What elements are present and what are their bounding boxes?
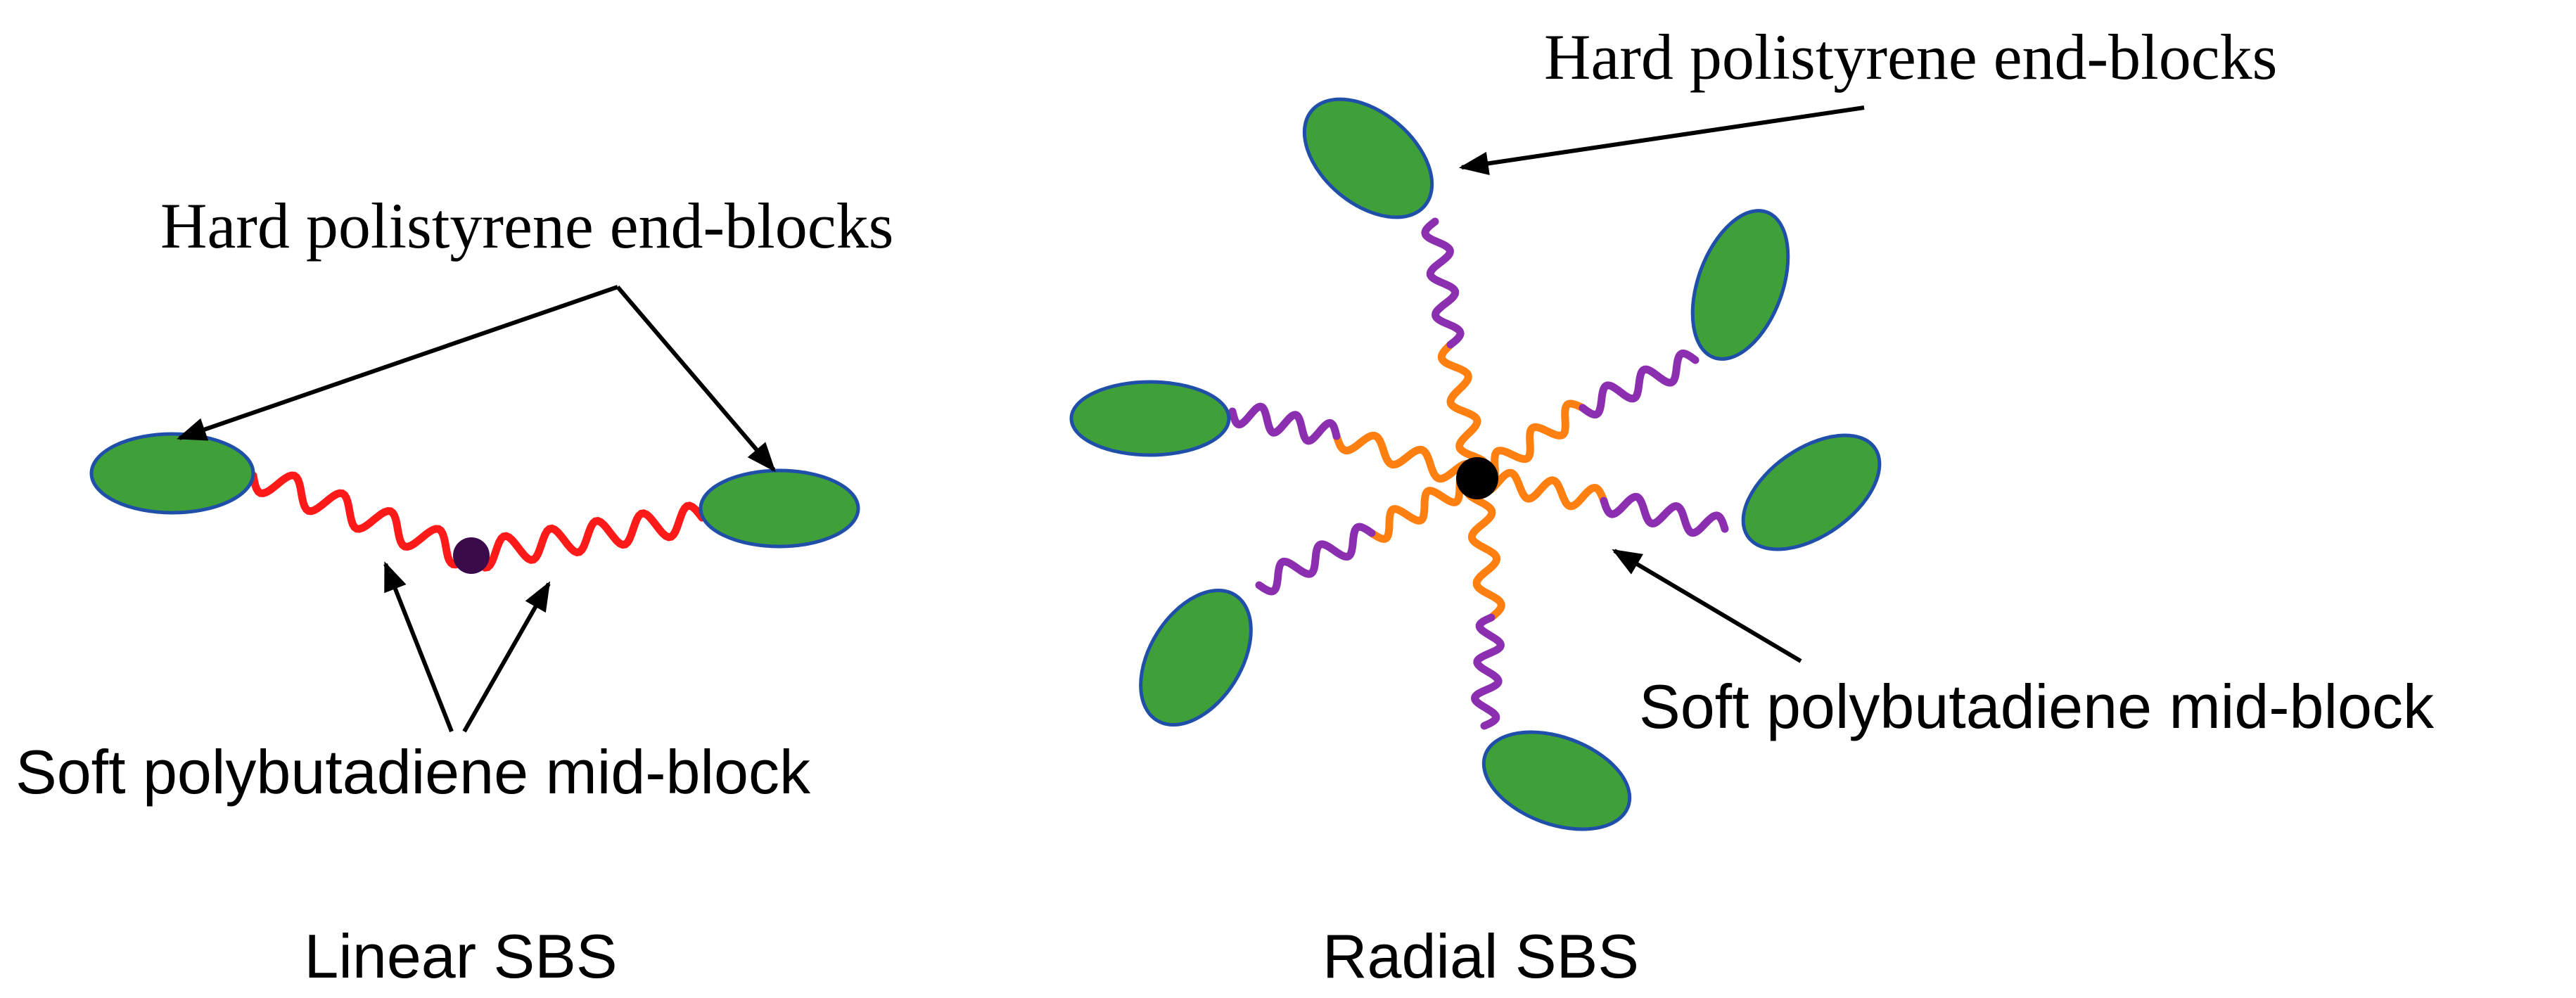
radial-caption: Radial SBS	[1322, 921, 1639, 991]
linear-soft-arrow-right	[462, 581, 551, 733]
radial-arms	[1069, 97, 1882, 831]
radial-inner-chain-bottom	[1463, 474, 1505, 622]
radial-inner-chain-left	[1332, 431, 1481, 483]
radial-inner-chain-top-left	[1437, 340, 1491, 482]
radial-outer-chain-top-left	[1421, 217, 1465, 349]
radial-inner-chain-right	[1473, 468, 1608, 511]
linear-soft-chain-right	[468, 501, 706, 572]
radial-hard-arrow	[1458, 105, 1865, 176]
linear-hard-arrow-right	[616, 286, 776, 473]
linear-soft-label: Soft polybutadiene mid-block	[15, 737, 811, 807]
linear-hard-end-block-right	[699, 468, 860, 549]
linear-caption: Linear SBS	[304, 921, 617, 991]
linear-soft-chain-left	[249, 471, 474, 569]
radial-soft-arrow	[1612, 549, 1802, 663]
radial-core-junction	[1456, 457, 1498, 499]
radial-outer-chain-right	[1600, 492, 1729, 537]
radial-hard-label: Hard polistyrene end-blocks	[1544, 21, 2277, 93]
radial-hard-end-block-left	[1069, 380, 1231, 457]
linear-soft-arrow-left	[383, 561, 454, 733]
radial-inner-chain-top-right	[1473, 399, 1587, 487]
radial-outer-chain-left	[1228, 402, 1341, 445]
radial-hard-end-block-bottom-left	[1139, 589, 1253, 727]
radial-outer-chain-bottom-left	[1255, 523, 1376, 596]
linear-core-junction	[453, 537, 490, 574]
radial-outer-chain-bottom	[1471, 613, 1505, 730]
radial-hard-end-block-bottom	[1481, 730, 1632, 831]
radial-soft-label: Soft polybutadiene mid-block	[1639, 672, 2435, 741]
linear-hard-end-block-left	[89, 432, 255, 515]
radial-hard-end-block-right	[1741, 433, 1882, 551]
linear-hard-arrow-left	[177, 285, 618, 441]
radial-outer-chain-top-right	[1579, 349, 1700, 419]
radial-sbs: Hard polistyrene end-blocks Soft polybut…	[1069, 21, 2435, 991]
radial-hard-end-block-top-left	[1302, 97, 1434, 219]
linear-sbs: Hard polistyrene end-blocks Soft polybut…	[15, 190, 893, 991]
radial-hard-end-block-top-right	[1690, 209, 1790, 361]
linear-hard-label: Hard polistyrene end-blocks	[160, 190, 893, 262]
